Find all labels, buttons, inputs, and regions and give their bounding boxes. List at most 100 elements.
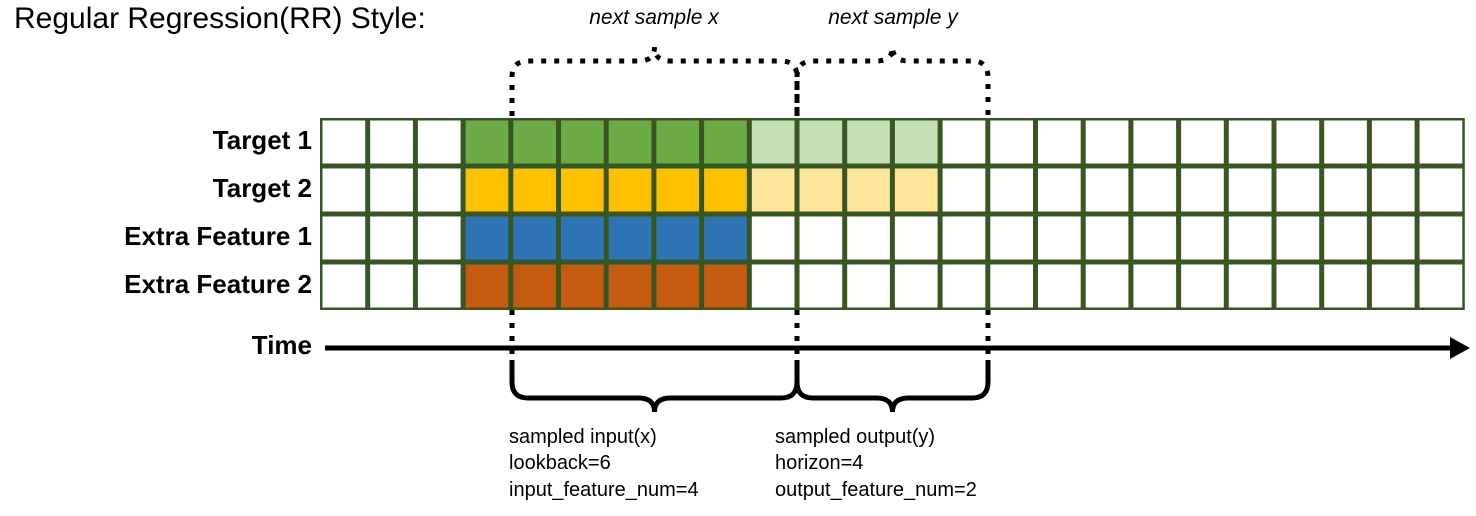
bottom-brace-caption-sampled-output: sampled output(y) horizon=4 output_featu… [775,424,977,503]
grid-cell [322,120,366,164]
grid-cell [370,120,413,164]
grid-cell [370,216,413,260]
grid-cell [1228,216,1272,260]
grid-cell [1181,168,1224,212]
grid-cell [417,264,461,308]
grid-cell [322,216,366,260]
grid-cell [465,216,509,260]
grid-cell [417,120,461,164]
sampled-input-line-1: sampled input(x) [509,426,657,448]
grid-cell [417,168,461,212]
grid-cell [608,264,652,308]
grid-cell [561,216,604,260]
grid-cell [1276,120,1320,164]
grid-cell [1038,168,1081,212]
grid-cell [656,216,700,260]
sampled-output-line-2: horizon=4 [775,452,864,475]
grid-cell [1371,120,1415,164]
grid-cell [513,168,556,212]
grid-cell [1371,216,1415,260]
time-axis-label: Time [251,330,312,360]
grid-cell [894,216,938,260]
grid-cell [1181,264,1224,308]
top-brace-caption-next-sample-y: next sample y [828,6,958,29]
time-arrow-head [1450,337,1470,359]
grid-cell [1085,216,1129,260]
grid-cell [751,264,795,308]
grid-cell [1133,168,1177,212]
grid-cell [1371,168,1415,212]
grid-cell [847,264,890,308]
grid-cell [1419,120,1463,164]
bottom-brace-caption-sampled-input: sampled input(x) lookback=6 input_featur… [509,424,699,503]
grid-cell [751,168,795,212]
grid-cell [1276,264,1320,308]
grid-cell [561,120,604,164]
grid-cell [465,264,509,308]
grid-cell [561,168,604,212]
grid-cell [1133,264,1177,308]
grid-cell [942,264,986,308]
grid-cell [322,168,366,212]
grid-cell [513,120,556,164]
grid-cell [751,216,795,260]
grid-cell [1419,264,1463,308]
grid-cell [561,264,604,308]
row-label-target-1: Target 1 [212,125,312,155]
grid-cell [513,216,556,260]
grid-cell [847,216,890,260]
grid-cell [1085,264,1129,308]
grid-cell [799,264,843,308]
grid-cell [1276,216,1320,260]
grid-cell [1228,120,1272,164]
grid-cell [894,168,938,212]
sampled-input-line-2: lookback=6 [509,452,611,475]
grid-cell [1324,120,1367,164]
grid-cell [1324,216,1367,260]
row-label-target-2: Target 2 [212,173,312,203]
grid-cell [1276,168,1320,212]
grid-cell [322,264,366,308]
grid-cell [656,264,700,308]
grid-cell [608,168,652,212]
grid-cell [656,168,700,212]
grid-cell [1038,264,1081,308]
grid-cell [1133,120,1177,164]
grid-cell [942,120,986,164]
row-label-extra-feature-2: Extra Feature 2 [124,269,312,299]
grid-cell [799,168,843,212]
grid-cell [704,168,747,212]
bottom-brace-1 [509,360,800,413]
grid-cell [704,120,747,164]
grid-cell [1085,120,1129,164]
grid-cell [465,120,509,164]
grid-cell [1133,216,1177,260]
grid-cell [1419,216,1463,260]
grid-cell [1228,264,1272,308]
sampled-input-line-3: input_feature_num=4 [509,478,699,501]
grid-cell [370,168,413,212]
row-label-extra-feature-1: Extra Feature 1 [124,221,312,251]
grid-cell [1371,264,1415,308]
grid-cell [942,216,986,260]
grid-cell [799,216,843,260]
grid-cell [465,168,509,212]
grid-cell [942,168,986,212]
grid-cell [704,264,747,308]
grid-cell [990,264,1033,308]
grid-cell [1324,264,1367,308]
grid-cell [1324,168,1367,212]
bottom-brace-2 [794,360,991,413]
grid-cell [608,120,652,164]
grid-cell [990,120,1033,164]
grid-cell [799,120,843,164]
grid-cell [751,120,795,164]
grid-cell [847,120,890,164]
grid-cell [1038,120,1081,164]
grid-cell [1181,216,1224,260]
grid-cell [1085,168,1129,212]
top-brace-1 [509,46,800,116]
grid-cell [1228,168,1272,212]
